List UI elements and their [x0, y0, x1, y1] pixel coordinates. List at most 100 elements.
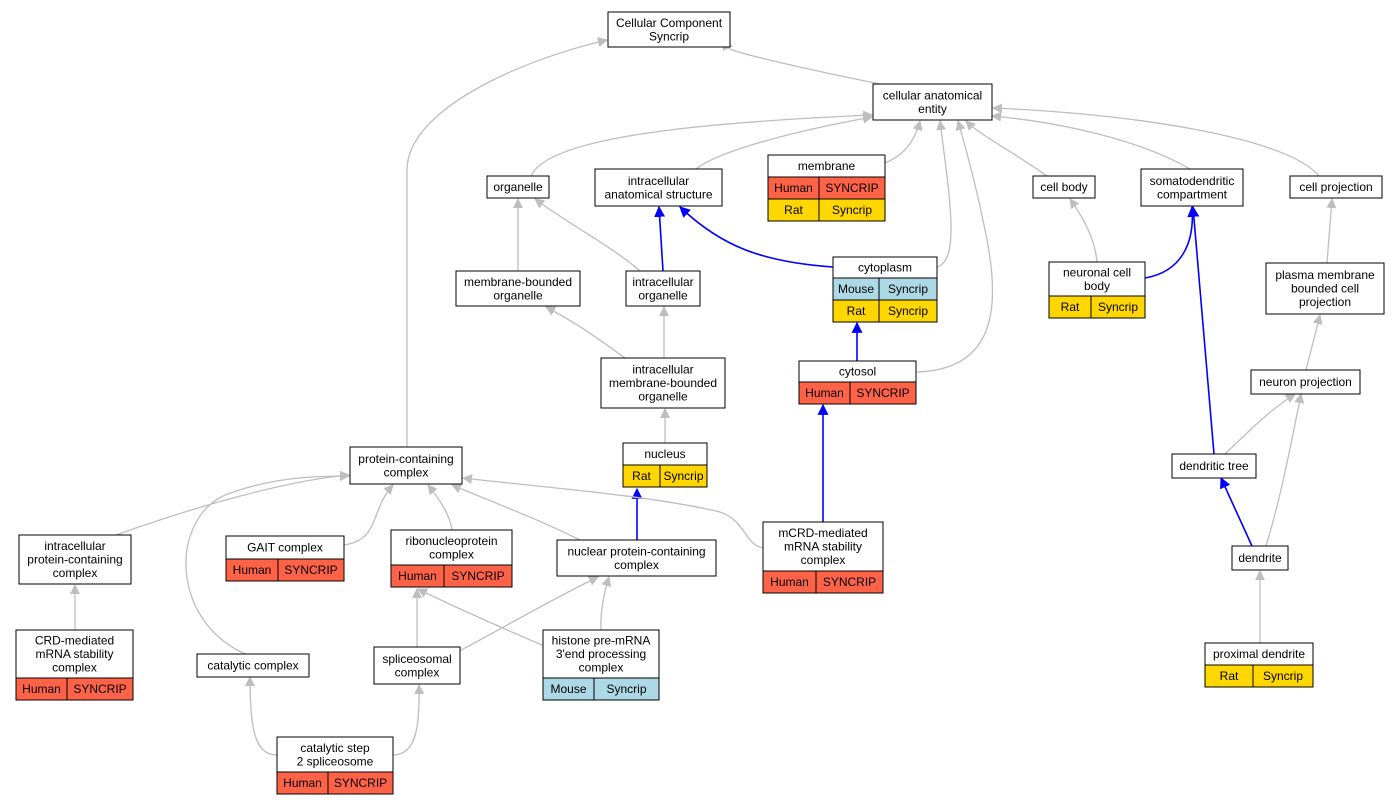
term-box: [872, 83, 993, 121]
gene-cell-bg: [66, 677, 134, 701]
term-node-cell-projection[interactable]: cell projection: [1289, 175, 1383, 199]
term-label-line: 3'end processing: [556, 647, 646, 661]
term-label-line: dendritic tree: [1179, 459, 1249, 473]
edge-intracellular-membrane-bounded-organelle-to-membrane-bounded-organelle: [545, 306, 626, 359]
gene-cell: Syncrip: [832, 203, 872, 217]
term-label-line: organelle: [638, 288, 688, 302]
term-node-cell-body[interactable]: cell body: [1032, 175, 1096, 199]
term-label-line: organelle: [493, 180, 543, 194]
term-label-line: membrane: [798, 159, 856, 173]
edge-catalytic-complex-to-protein-containing-complex: [185, 471, 350, 655]
term-node-dendritic-tree[interactable]: dendritic tree: [1171, 453, 1257, 479]
term-label-line: complex: [801, 553, 846, 567]
species-cell: Human: [398, 569, 437, 583]
term-label-line: cytoplasm: [858, 261, 912, 275]
term-node-organelle[interactable]: organelle: [486, 175, 550, 199]
term-label-line: anatomical structure: [604, 187, 712, 201]
gene-cell-bg: [327, 771, 394, 795]
term-label-line: membrane-bounded: [464, 275, 572, 289]
term-node-catalytic-complex[interactable]: catalytic complex: [196, 653, 310, 678]
species-cell: Human: [233, 563, 272, 577]
term-label-line: complex: [614, 558, 659, 572]
edge-catalytic-step-2-spliceosome-to-catalytic-complex: [245, 676, 278, 756]
edge-catalytic-step-2-spliceosome-to-spliceosomal-complex: [392, 684, 425, 756]
species-cell: Rat: [847, 304, 866, 318]
term-box: [1250, 369, 1361, 395]
term-label-line: projection: [1299, 295, 1351, 309]
edge-gait-complex-to-protein-containing-complex: [343, 484, 394, 546]
gene-cell: Syncrip: [888, 304, 928, 318]
term-label-line: protein-containing: [358, 452, 453, 466]
edge-membrane-to-cellular-anatomical-entity: [884, 120, 923, 164]
term-label-line: nucleus: [644, 447, 685, 461]
term-node-neuron-projection[interactable]: neuron projection: [1250, 369, 1361, 395]
term-label-line: intracellular: [632, 275, 693, 289]
gene-cell: SYNCRIP: [823, 575, 876, 589]
gene-cell-bg: [1090, 295, 1146, 319]
term-box: [18, 534, 132, 585]
gene-cell-bg: [818, 198, 886, 222]
species-cell: Human: [805, 386, 844, 400]
term-label-line: organelle: [493, 288, 543, 302]
edge-intracellular-protein-containing-complex-to-protein-containing-complex: [115, 470, 350, 536]
term-label-line: compartment: [1157, 187, 1228, 201]
species-cell: Rat: [632, 469, 651, 483]
term-box: [1265, 262, 1385, 315]
term-label-line: neuron projection: [1259, 375, 1352, 389]
gene-cell-bg: [593, 677, 660, 701]
term-box: [1289, 175, 1383, 199]
term-label-line: cell body: [1040, 180, 1087, 194]
species-cell: Human: [774, 181, 813, 195]
gene-cell: Syncrip: [888, 282, 928, 296]
term-box: [556, 539, 717, 577]
gene-cell-bg: [849, 381, 917, 405]
edge-nuclear-protein-containing-complex-to-protein-containing-complex: [451, 483, 581, 541]
edge-cytoplasm-to-intracellular-anatomical-structure: [679, 206, 834, 268]
term-box: [1140, 168, 1244, 207]
edge-intracellular-organelle-to-organelle: [534, 198, 641, 272]
term-label-line: ribonucleoprotein: [405, 534, 497, 548]
gene-cell: SYNCRIP: [284, 563, 337, 577]
term-label-line: CRD-mediated: [35, 634, 114, 648]
edge-cellular-anatomical-entity-to-cellular-component-syncrip: [722, 41, 881, 85]
term-label-line: complex: [395, 665, 440, 679]
term-label-line: intracellular: [44, 539, 105, 553]
term-box: [196, 653, 310, 678]
term-box: [349, 446, 463, 485]
term-label-line: mRNA stability: [784, 540, 862, 554]
term-label-line: protein-containing: [27, 553, 122, 567]
gene-cell-bg: [815, 570, 884, 594]
gene-cell-bg: [443, 564, 513, 588]
term-node-dendrite[interactable]: dendrite: [1231, 545, 1289, 571]
term-label-line: catalytic complex: [207, 659, 298, 673]
species-cell: Rat: [784, 203, 803, 217]
term-label-line: mCRD-mediated: [778, 526, 867, 540]
edge-dendritic-tree-to-somatodendritic-compartment: [1188, 205, 1215, 455]
edge-layer: [70, 37, 1337, 756]
term-label-line: histone pre-mRNA: [552, 634, 651, 648]
